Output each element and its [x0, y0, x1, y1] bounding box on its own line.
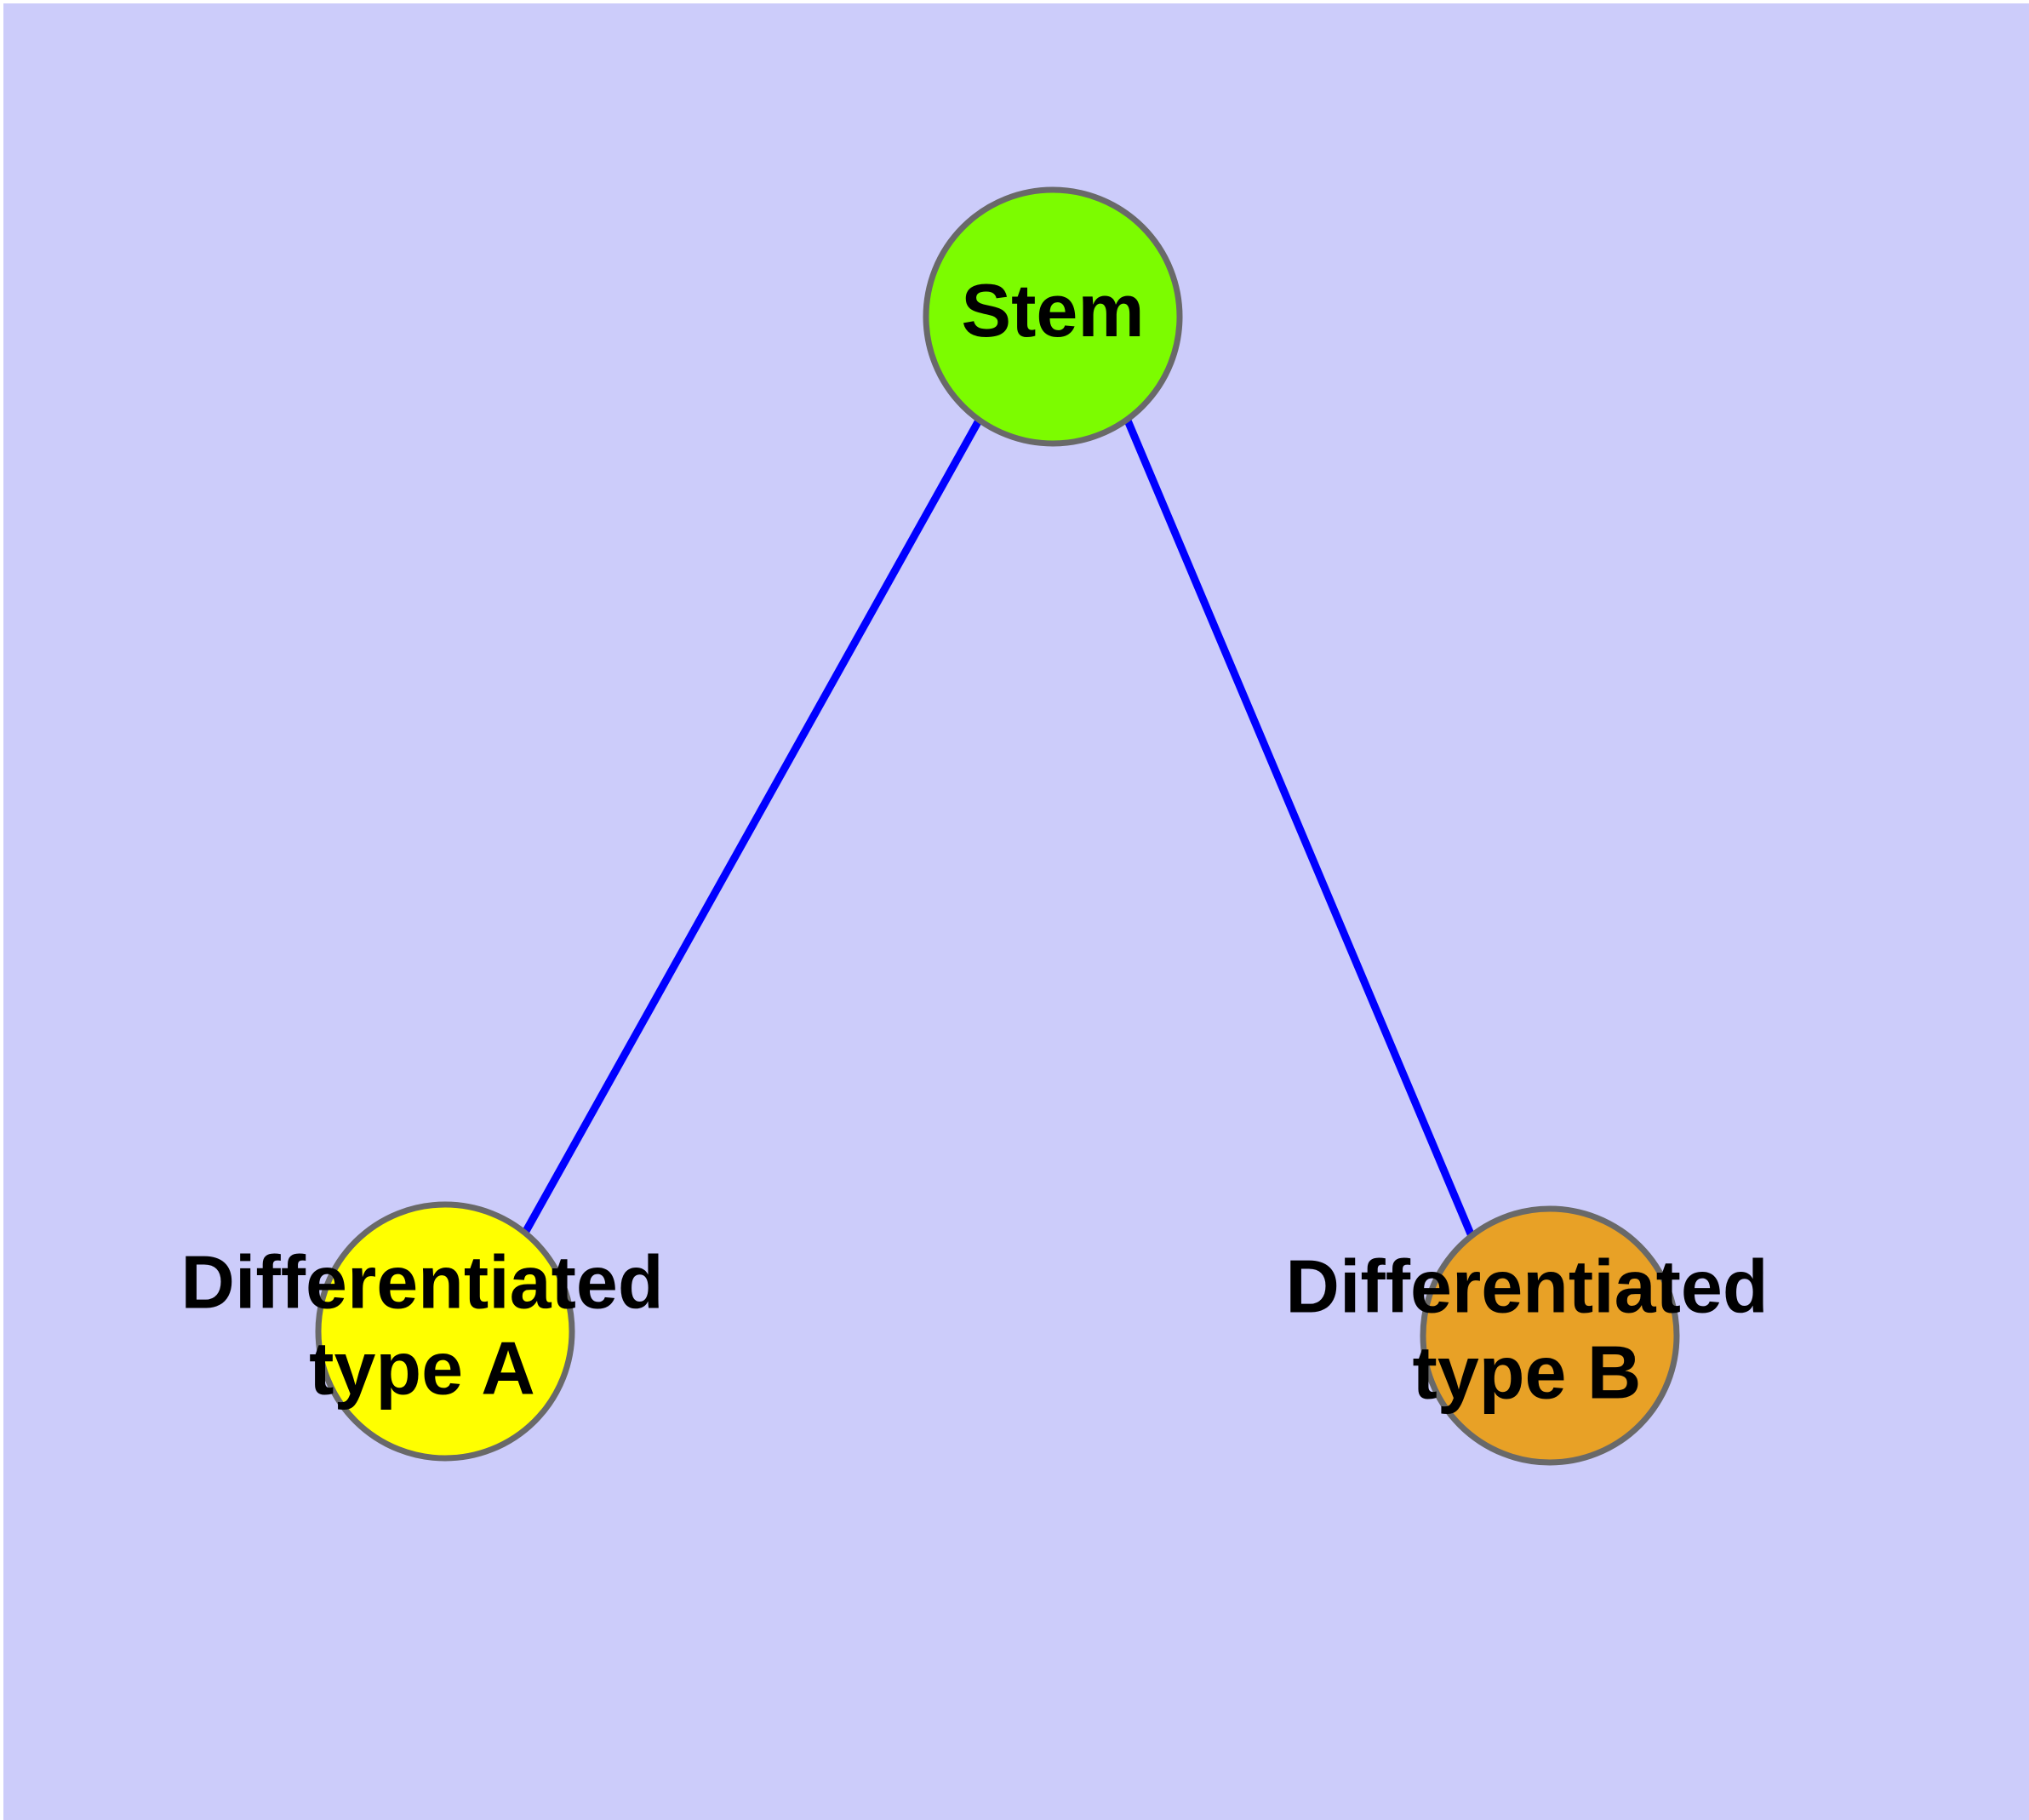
edges-layer	[522, 418, 1476, 1238]
node-label-line: Differentiated	[1285, 1245, 1768, 1329]
node-label-line: type A	[309, 1326, 535, 1411]
node-diff_b[interactable]	[1420, 1205, 1680, 1466]
node-stem[interactable]	[923, 186, 1183, 447]
edge-stem-to-diff-a[interactable]	[522, 418, 982, 1235]
node-label-line: Stem	[961, 268, 1144, 352]
node-label-line: Differentiated	[180, 1240, 663, 1325]
nodes-layer	[315, 186, 1680, 1466]
node-label-stem: Stem	[961, 268, 1144, 352]
edge-stem-to-diff-b[interactable]	[1123, 419, 1476, 1238]
node-label-line: type B	[1413, 1331, 1642, 1415]
node-diff_a[interactable]	[315, 1201, 575, 1462]
